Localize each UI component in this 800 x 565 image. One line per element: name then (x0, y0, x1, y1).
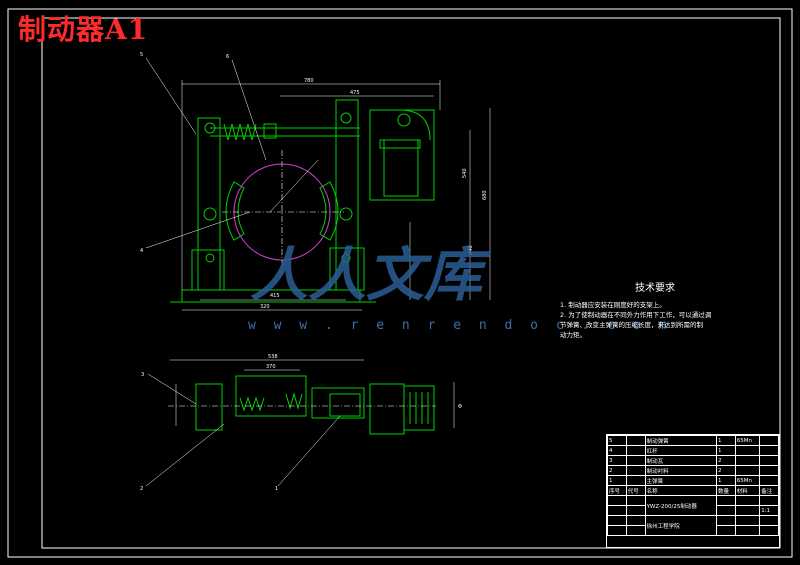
drawing-name: YWZ-200/25制动器 (644, 495, 718, 516)
part-mat: 65Mn (734, 475, 761, 486)
part-mat: 65Mn (734, 435, 761, 446)
tech-line: 1. 制动器应安装在刚度好的支架上。 (560, 301, 666, 309)
part-no: 4 (607, 445, 627, 456)
part-mat (734, 455, 761, 466)
top-view (195, 375, 435, 435)
part-name: 制动衬料 (644, 465, 718, 476)
part-qty: 2 (716, 455, 736, 466)
part-name: 杠杆 (644, 445, 718, 456)
svg-text:240: 240 (468, 245, 474, 255)
part-qty: 1 (716, 445, 736, 456)
tech-line: 动力矩。 (560, 331, 586, 339)
tech-line: 2. 为了使制动器在不同外力作用下工作，可以通过调 (560, 311, 712, 319)
part-name: 制动弹簧 (644, 435, 718, 446)
part-no: 1 (607, 475, 627, 486)
page-title: 制动器A1 (18, 13, 149, 46)
parts-header: 序号代号名称数量材料备注 (607, 485, 779, 496)
svg-text:3: 3 (141, 372, 144, 378)
part-name: 主弹簧 (644, 475, 718, 486)
tech-requirements-title: 技术要求 (635, 283, 675, 294)
svg-text:2: 2 (140, 486, 143, 492)
tech-requirements: 技术要求 1. 制动器应安装在刚度好的支架上。 2. 为了使制动器在不同外力作用… (560, 284, 750, 340)
scale: 1:1 (759, 505, 779, 516)
tech-line: 节弹簧、改变主弹簧的压缩长度，来达到所需的制 (560, 321, 703, 329)
svg-text:475: 475 (350, 90, 360, 96)
svg-text:Φ: Φ (458, 404, 462, 410)
svg-text:5: 5 (140, 52, 143, 58)
part-qty: 1 (716, 435, 736, 446)
svg-text:320: 320 (260, 304, 270, 310)
part-qty: 2 (716, 465, 736, 476)
svg-text:680: 680 (482, 190, 488, 200)
svg-text:1: 1 (275, 486, 278, 492)
watermark-logo: 人人文库 (250, 241, 483, 309)
part-no: 3 (607, 455, 627, 466)
svg-text:780: 780 (304, 78, 314, 84)
part-qty: 1 (716, 475, 736, 486)
svg-text:6: 6 (226, 54, 229, 60)
part-mat (734, 445, 761, 456)
svg-text:4: 4 (140, 248, 143, 254)
svg-text:370: 370 (266, 364, 276, 370)
part-name: 制动瓦 (644, 455, 718, 466)
svg-text:540: 540 (462, 168, 468, 178)
watermark-url: w w w . r e n r e n d o c . c o m (248, 318, 672, 333)
front-view (170, 99, 435, 303)
svg-text:538: 538 (268, 354, 278, 360)
part-mat (734, 465, 761, 476)
part-no: 2 (607, 465, 627, 476)
svg-text:415: 415 (270, 293, 280, 299)
part-no: 5 (607, 435, 627, 446)
school: 徐州工程学院 (644, 515, 718, 536)
